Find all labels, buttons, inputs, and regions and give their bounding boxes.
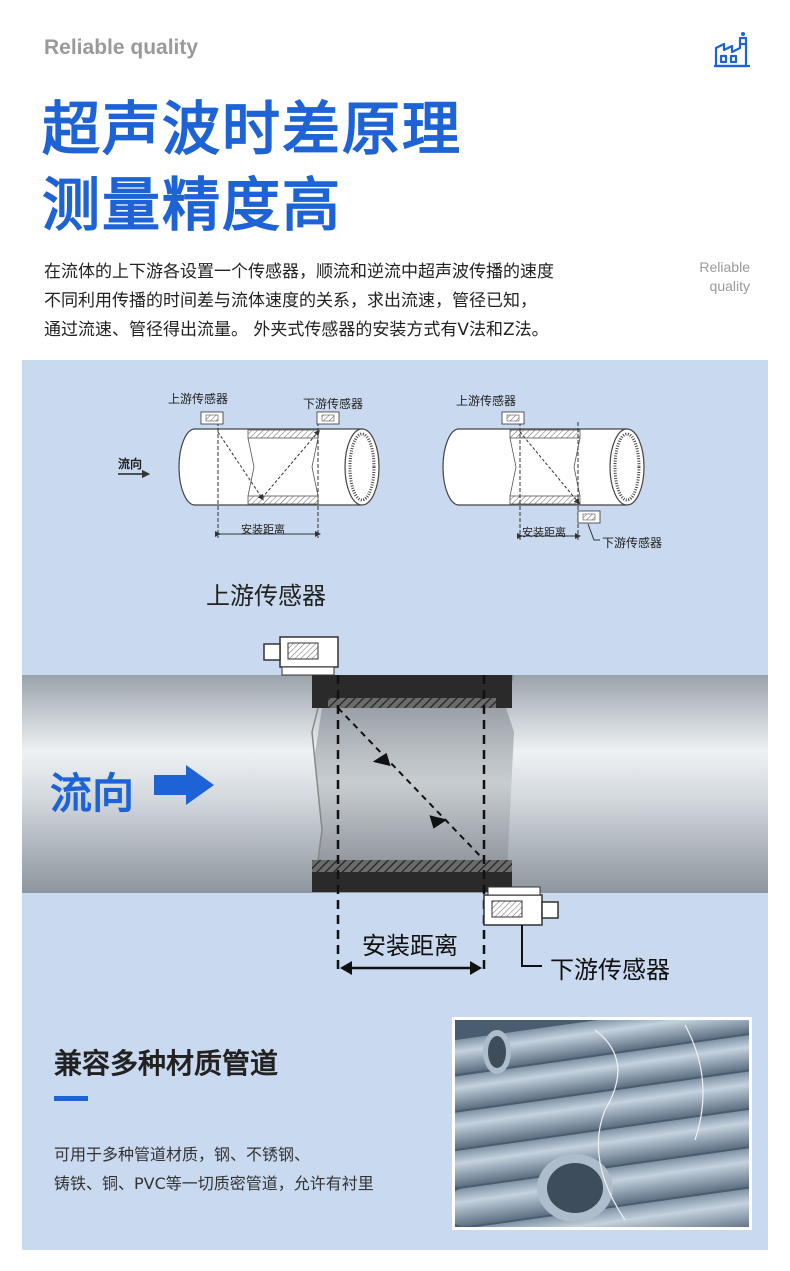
v-distance-label: 安装距离 <box>241 523 285 536</box>
compat-title: 兼容多种材质管道 <box>54 1047 279 1080</box>
v-flow-label: 流向 <box>118 457 143 471</box>
compat-accent-bar <box>54 1096 88 1101</box>
z-distance-label: 安装距离 <box>522 526 566 539</box>
description-line: 在流体的上下游各设置一个传感器，顺流和逆流中超声波传播的速度 <box>44 262 554 282</box>
downstream-sensor-label: 下游传感器 <box>550 956 670 984</box>
description-line: 不同利用传播的时间差与流体速度的关系，求出流速，管径已知， <box>44 291 537 311</box>
upstream-sensor-label: 上游传感器 <box>206 582 326 610</box>
description: 在流体的上下游各设置一个传感器，顺流和逆流中超声波传播的速度 不同利用传播的时间… <box>44 258 684 345</box>
z-method-diagram <box>442 411 645 541</box>
eyebrow-label: Reliable quality <box>44 36 199 59</box>
main-title-line2: 测量精度高 <box>42 171 343 239</box>
v-downstream-label: 下游传感器 <box>303 397 364 411</box>
side-label-line2: quality <box>709 278 750 294</box>
z-upstream-label: 上游传感器 <box>456 394 517 408</box>
pvc-pipes-photo <box>452 1017 752 1230</box>
main-title-line1: 超声波时差原理 <box>42 95 463 163</box>
flow-direction-label: 流向 <box>50 769 135 818</box>
side-label-line1: Reliable <box>699 259 750 275</box>
install-distance-label: 安装距离 <box>362 932 458 960</box>
side-label: Reliable quality <box>670 258 750 296</box>
factory-icon <box>714 32 750 68</box>
large-pipe-diagram <box>22 636 768 975</box>
v-method-diagram <box>118 411 380 538</box>
principle-panel: 上游传感器 下游传感器 流向 安装距离 上游传感器 安装距离 下游传感器 上游传… <box>22 360 768 1250</box>
compat-desc-line1: 可用于多种管道材质，钢、不锈钢、 <box>54 1145 311 1164</box>
compat-desc-line2: 铸铁、铜、PVC等一切质密管道，允许有衬里 <box>54 1174 374 1193</box>
compat-description: 可用于多种管道材质，钢、不锈钢、 铸铁、铜、PVC等一切质密管道，允许有衬里 <box>54 1140 374 1198</box>
principle-diagram <box>22 411 768 975</box>
v-upstream-label: 上游传感器 <box>168 392 229 406</box>
z-downstream-label: 下游传感器 <box>602 536 663 550</box>
description-line: 通过流速、管径得出流量。 外夹式传感器的安装方式有V法和Z法。 <box>44 320 549 340</box>
